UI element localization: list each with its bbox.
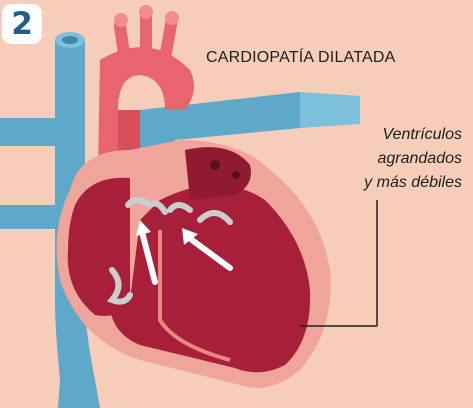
- step-number: 2: [11, 6, 33, 42]
- valves: [106, 197, 233, 305]
- step-badge: 2: [2, 4, 42, 44]
- upper-atrium: [185, 147, 251, 200]
- pulmonary-vessel: [140, 92, 360, 200]
- right-ventricle-chamber: [67, 177, 130, 316]
- ventricle-annotation: Ventrículos agrandados y más débiles: [302, 123, 462, 195]
- annotation-line-3: y más débiles: [364, 174, 462, 191]
- blood-flow-arrows: [136, 220, 233, 285]
- annotation-line-2: agrandados: [377, 150, 462, 167]
- left-ventricle-chamber: [110, 185, 311, 373]
- annotation-leader: [300, 200, 378, 327]
- annotation-line-1: Ventrículos: [382, 126, 462, 143]
- diagram-title: CARDIOPATÍA DILATADA: [206, 49, 396, 66]
